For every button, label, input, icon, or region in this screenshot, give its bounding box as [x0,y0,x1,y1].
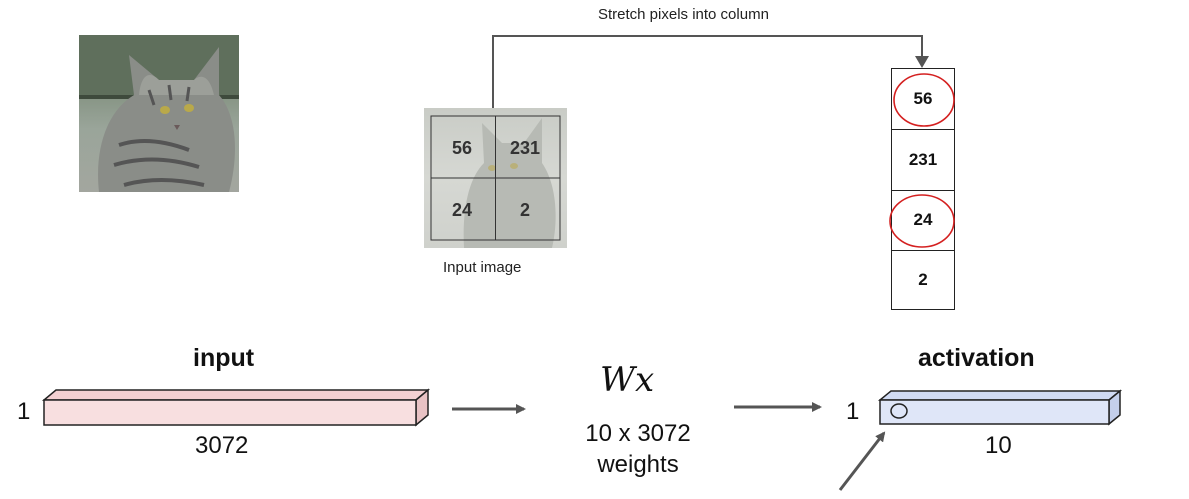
column-cell-1: 56 [892,69,954,130]
activation-vector-bar [877,389,1123,426]
column-cell-3: 24 [892,190,954,251]
stretch-connector-arrow [492,35,929,108]
column-cell-2: 231 [892,130,954,191]
activation-rows-label: 1 [846,398,860,425]
grid-value-bottom-left: 24 [452,200,473,220]
highlight-circle-24 [889,194,955,248]
column-cell-4: 2 [918,270,928,289]
grid-value-top-right: 231 [510,138,541,158]
activation-title: activation [918,344,1035,372]
grid-value-top-left: 56 [452,138,473,158]
weights-line-1: 10 x 3072 [585,420,691,447]
activation-cols-label: 10 [985,432,1012,459]
highlight-circle-56 [893,73,955,127]
grid-value-bottom-right: 2 [520,200,531,220]
activation-unit-marker [890,403,908,419]
input-title: input [193,344,255,372]
cat-photo [79,35,239,192]
input-image: 56 231 24 2 [424,108,567,248]
operation-symbol: Wx [600,360,655,400]
pointer-arrow [838,431,886,491]
stretch-label: Stretch pixels into column [598,6,769,23]
input-rows-label: 1 [17,398,31,425]
input-image-caption: Input image [443,259,522,276]
weights-line-2: weights [597,451,679,478]
pixel-column: 56 231 24 2 [891,68,955,310]
input-vector-bar [41,388,431,427]
input-cols-label: 3072 [195,432,249,459]
